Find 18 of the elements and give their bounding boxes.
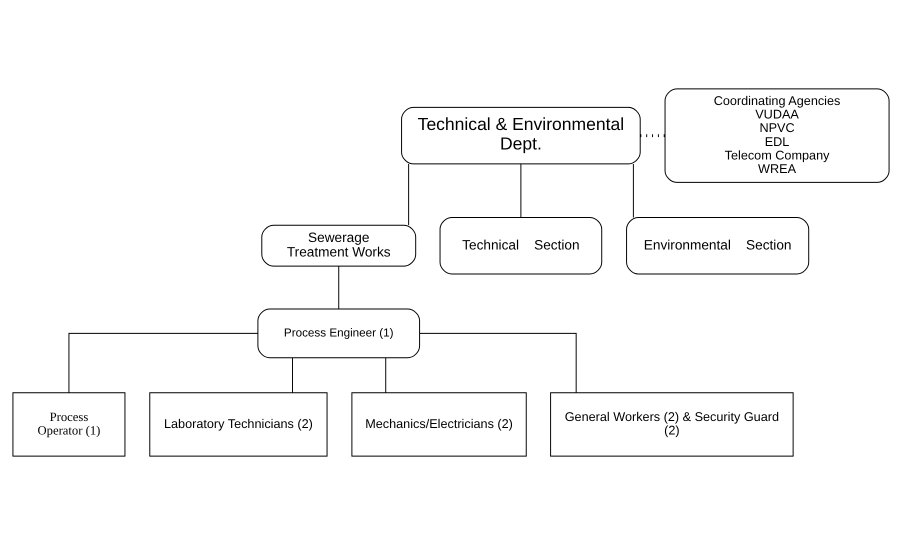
- node-box: Laboratory Technicians (2): [149, 392, 328, 456]
- connector: [68, 332, 258, 393]
- node-box: Process Engineer (1): [257, 308, 420, 358]
- node-box: Environmental Section: [626, 216, 810, 274]
- node-box: Technical Section: [440, 216, 602, 274]
- node-box: Mechanics/Electricians (2): [351, 392, 527, 456]
- connector: [632, 163, 634, 218]
- node-box: Technical & Environmental Dept.: [401, 106, 641, 164]
- connector: [385, 356, 386, 393]
- connector: [338, 266, 340, 309]
- connector: [520, 163, 522, 218]
- connector: [408, 163, 410, 226]
- node-box: Process Operator (1): [12, 392, 126, 456]
- connector: [292, 356, 293, 393]
- node-box: Sewerage Treatment Works: [261, 224, 416, 266]
- node-box: Coordinating Agencies VUDAA NPVC EDL Telecom Company WREA: [664, 88, 890, 182]
- connector: [419, 332, 577, 393]
- node-box: General Workers (2) & Security Guard (2): [550, 392, 794, 456]
